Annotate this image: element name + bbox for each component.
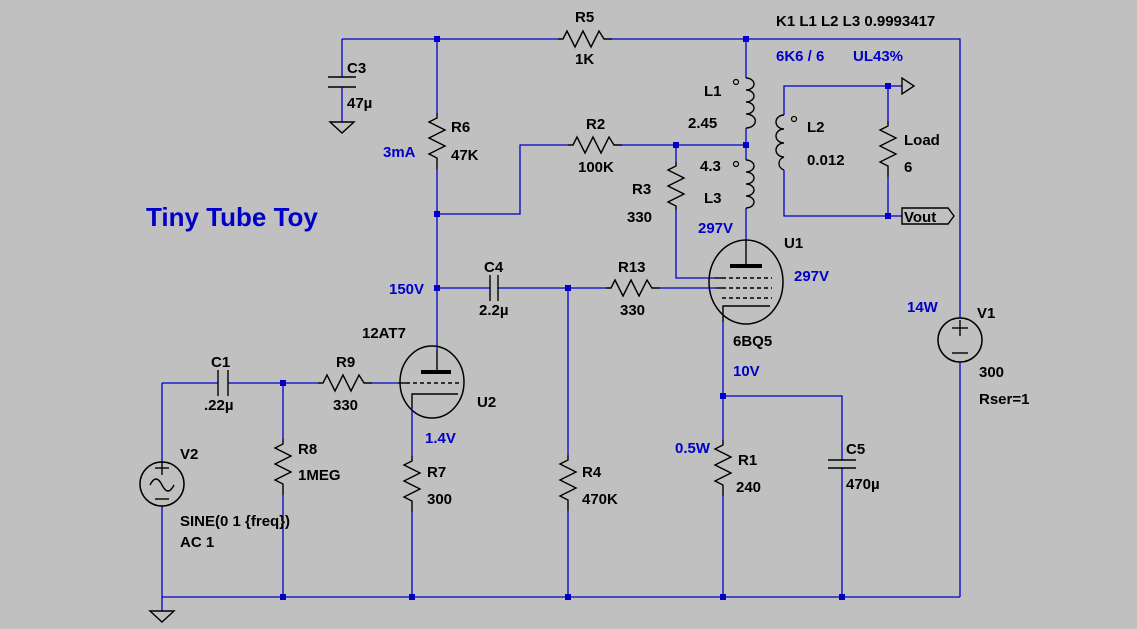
r3-name: R3 bbox=[632, 181, 651, 198]
inductor-l2[interactable] bbox=[775, 114, 785, 171]
r1-value: 240 bbox=[736, 479, 761, 496]
c5-name: C5 bbox=[846, 441, 865, 458]
inductor-l1[interactable] bbox=[745, 77, 757, 129]
r1-power-annotation: 0.5W bbox=[675, 440, 711, 457]
tube-u2[interactable] bbox=[398, 345, 465, 419]
u1-name: U1 bbox=[784, 235, 803, 252]
load-value: 6 bbox=[904, 159, 912, 176]
capacitor-c4[interactable] bbox=[489, 275, 499, 301]
resistor-r4[interactable] bbox=[558, 455, 578, 511]
inductor-l3[interactable] bbox=[745, 159, 755, 209]
c4-name: C4 bbox=[484, 259, 504, 276]
r13-name: R13 bbox=[618, 259, 646, 276]
r7-name: R7 bbox=[427, 464, 446, 481]
r3-value: 330 bbox=[627, 209, 652, 226]
u1-cathode-voltage: 10V bbox=[733, 363, 760, 380]
resistor-r7[interactable] bbox=[402, 456, 422, 512]
r8-name: R8 bbox=[298, 441, 317, 458]
v2-name: V2 bbox=[180, 446, 198, 463]
resistor-r8[interactable] bbox=[273, 439, 293, 495]
resistor-r2[interactable] bbox=[568, 135, 622, 155]
v2-value: SINE(0 1 {freq}) bbox=[180, 513, 290, 530]
ground-c3 bbox=[328, 121, 356, 134]
r4-name: R4 bbox=[582, 464, 602, 481]
c1-value: .22µ bbox=[204, 397, 234, 414]
r13-value: 330 bbox=[620, 302, 645, 319]
output-port-vout[interactable] bbox=[901, 207, 955, 225]
r6-current-annotation: 3mA bbox=[383, 144, 416, 161]
capacitor-c3[interactable] bbox=[328, 76, 356, 88]
c1-name: C1 bbox=[211, 354, 230, 371]
r6-name: R6 bbox=[451, 119, 470, 136]
ul-note: UL43% bbox=[853, 48, 903, 65]
c3-value: 47µ bbox=[347, 95, 372, 112]
c4-value: 2.2µ bbox=[479, 302, 509, 319]
capacitor-c5[interactable] bbox=[828, 459, 856, 469]
load-name: Load bbox=[904, 132, 940, 149]
c3-name: C3 bbox=[347, 60, 366, 77]
vout-label: Vout bbox=[904, 209, 936, 226]
u2-plate-voltage: 150V bbox=[389, 281, 424, 298]
u2-type: 12AT7 bbox=[362, 325, 406, 342]
tube-u1[interactable] bbox=[708, 239, 784, 325]
r2-name: R2 bbox=[586, 116, 605, 133]
v2-ac: AC 1 bbox=[180, 534, 214, 551]
l1-name: L1 bbox=[704, 83, 722, 100]
v1-rser: Rser=1 bbox=[979, 391, 1029, 408]
u1-type: 6BQ5 bbox=[733, 333, 772, 350]
polarity-dots bbox=[732, 78, 798, 168]
r4-value: 470K bbox=[582, 491, 618, 508]
resistor-r1[interactable] bbox=[713, 440, 733, 496]
r9-name: R9 bbox=[336, 354, 355, 371]
r9-value: 330 bbox=[333, 397, 358, 414]
u2-name: U2 bbox=[477, 394, 496, 411]
l2-value: 0.012 bbox=[807, 152, 845, 169]
l3-name: L3 bbox=[704, 190, 722, 207]
v1-value: 300 bbox=[979, 364, 1004, 381]
u1-plate-voltage: 297V bbox=[698, 220, 733, 237]
l1-value: 2.45 bbox=[688, 115, 717, 132]
resistor-r3[interactable] bbox=[666, 162, 686, 210]
voltage-source-v2[interactable] bbox=[139, 461, 185, 507]
voltage-source-v1[interactable] bbox=[937, 317, 983, 363]
r6-value: 47K bbox=[451, 147, 479, 164]
junction-dots bbox=[280, 36, 891, 600]
resistor-r13[interactable] bbox=[606, 278, 660, 298]
r2-value: 100K bbox=[578, 159, 614, 176]
r7-value: 300 bbox=[427, 491, 452, 508]
u1-screen-voltage: 297V bbox=[794, 268, 829, 285]
r5-name: R5 bbox=[575, 9, 594, 26]
r1-name: R1 bbox=[738, 452, 757, 469]
resistor-r5[interactable] bbox=[558, 29, 612, 49]
v1-name: V1 bbox=[977, 305, 995, 322]
capacitor-c1[interactable] bbox=[217, 370, 229, 396]
l3-value: 4.3 bbox=[700, 158, 721, 175]
resistor-r9[interactable] bbox=[318, 373, 372, 393]
schematic-title: Tiny Tube Toy bbox=[146, 202, 318, 232]
coupling-directive: K1 L1 L2 L3 0.9993417 bbox=[776, 13, 935, 30]
resistor-r6[interactable] bbox=[427, 113, 447, 169]
output-port-top[interactable] bbox=[901, 76, 916, 96]
r5-value: 1K bbox=[575, 51, 594, 68]
r8-value: 1MEG bbox=[298, 467, 341, 484]
v1-power-annotation: 14W bbox=[907, 299, 939, 316]
u2-cathode-voltage: 1.4V bbox=[425, 430, 456, 447]
ground-main bbox=[148, 597, 176, 623]
c5-value: 470µ bbox=[846, 476, 880, 493]
resistor-load[interactable] bbox=[878, 121, 898, 177]
tube-note: 6K6 / 6 bbox=[776, 48, 824, 65]
l2-name: L2 bbox=[807, 119, 825, 136]
